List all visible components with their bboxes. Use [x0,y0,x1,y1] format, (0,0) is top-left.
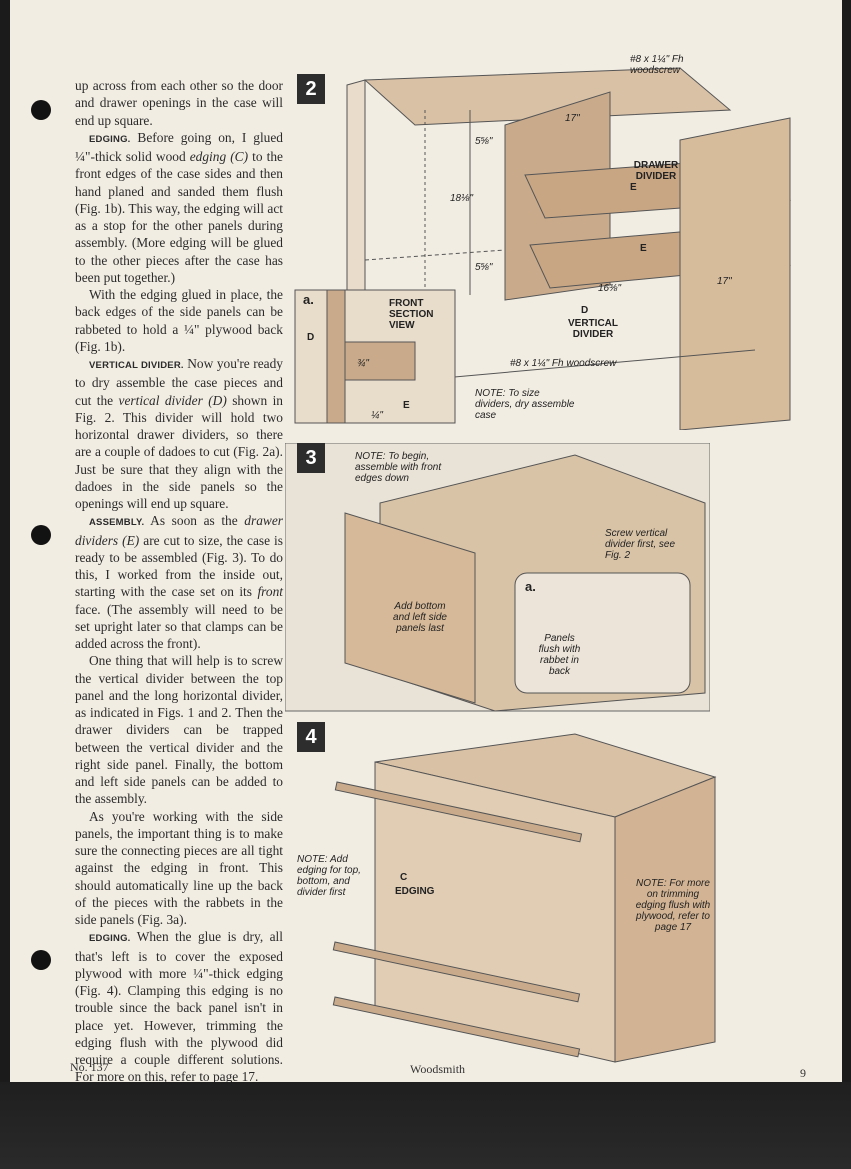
article-text-column: up across from each other so the door an… [75,77,283,1082]
figure-4-badge: 4 [297,722,325,752]
edging-label: EDGING [395,886,435,897]
panels-flush-note: Panels flush with rabbet in back [538,633,581,677]
figure-3-badge: 3 [297,443,325,473]
paragraph: As you're working with the side panels, … [75,808,283,928]
dimension-5-5-8in: 5⅝" [475,262,493,273]
magazine-page: up across from each other so the door an… [10,0,842,1082]
figure-2: 2 #8 x 1¼" Fh woodscrew 17" 5⅝" 18⅛" 5⅝"… [285,50,825,430]
paragraph: up across from each other so the door an… [75,78,283,128]
part-e-label: E [403,400,410,411]
paragraph: With the edging glued in place, the back… [75,287,283,354]
dimension-1-4in: ¼" [371,410,383,421]
dimension-16-3-8in: 16⅜" [598,283,622,294]
dimension-3-4in: ¾" [357,358,369,369]
binder-hole [31,100,51,120]
page-number: 9 [800,1066,806,1080]
issue-number: No. 137 [70,1060,109,1074]
part-c-label: C [400,872,408,883]
paragraph: ASSEMBLY. As soon as the drawer dividers… [75,513,283,651]
inset-letter: a. [303,292,314,307]
figure-4: 4 NOTE: Add edging for top, bottom, and … [285,722,725,1082]
part-d-label: D [307,332,315,343]
screw-vertical-note: Screw vertical divider first, see Fig. 2 [605,528,676,561]
part-e-label: E [630,182,637,193]
part-e-label: E [640,243,647,254]
figure-3: 3 NOTE: To begin, assemble with front ed… [285,443,710,713]
assembly-note: NOTE: To begin, assemble with front edge… [355,451,442,484]
paragraph: VERTICAL DIVIDER. Now you're ready to dr… [75,356,284,511]
paragraph: One thing that will help is to screw the… [75,653,283,807]
edging-order-note: NOTE: Add edging for top, bottom, and di… [297,854,361,898]
figure-4-drawing [332,733,717,1063]
dimension-17in: 17" [565,113,580,124]
scan-background-edge [0,1082,851,1169]
add-bottom-note: Add bottom and left side panels last [393,601,447,634]
screw-label-bottom: #8 x 1¼" Fh woodscrew [510,358,617,369]
screw-label-top: #8 x 1¼" Fh woodscrew [630,54,684,76]
binder-hole [31,525,51,545]
magazine-name: Woodsmith [410,1062,466,1076]
figure-2-badge: 2 [297,74,325,104]
binder-hole [31,950,51,970]
dimension-17in: 17" [717,276,732,287]
inset-title: FRONT SECTION VIEW [389,298,434,331]
paragraph: EDGING. When the glue is dry, all that's… [75,929,283,1082]
drawer-divider-label: DRAWER DIVIDER [633,160,679,182]
figure-2-drawing [294,67,792,430]
sizing-note: NOTE: To size dividers, dry assemble cas… [475,388,575,421]
dimension-5-5-8in: 5⅝" [475,136,493,147]
trimming-note: NOTE: For more on trimming edging flush … [635,878,711,933]
inset-letter: a. [525,579,536,594]
dimension-18-1-8in: 18⅛" [450,193,474,204]
figure-3-drawing [285,443,710,712]
part-d-label: D [581,305,589,316]
vertical-divider-label: VERTICAL DIVIDER [568,318,618,340]
paragraph: EDGING. Before going on, I glued ¼"-thic… [75,129,283,285]
